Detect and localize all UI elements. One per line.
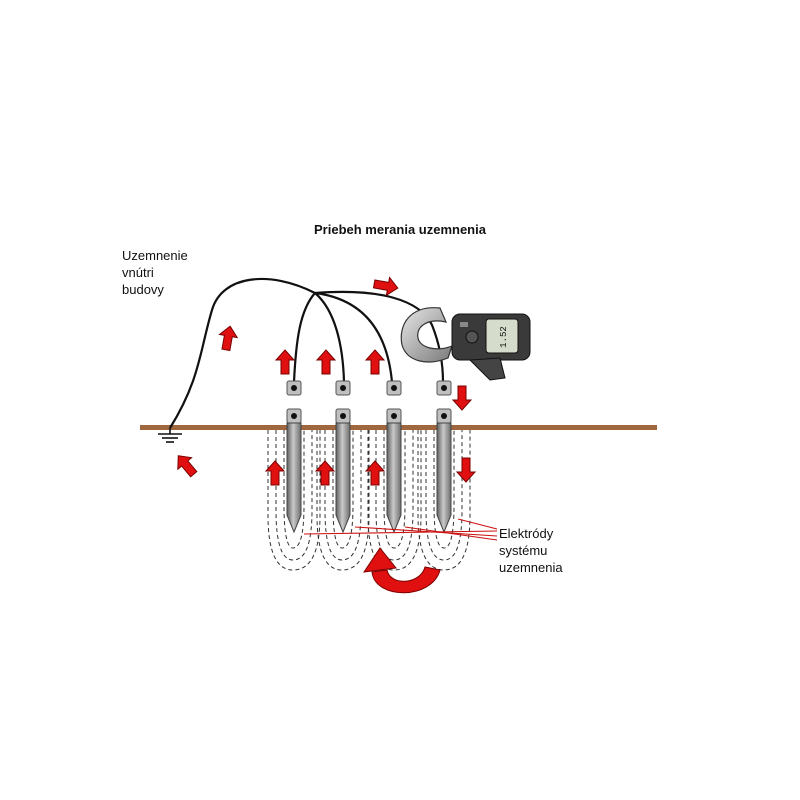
wire-electrode-3 bbox=[314, 291, 394, 383]
current-arrow-icon bbox=[365, 349, 385, 375]
current-arrow-icon bbox=[216, 324, 240, 352]
building-ground-label-line-3: budovy bbox=[122, 282, 164, 297]
meter-display-text: 1.52 bbox=[499, 326, 509, 348]
wires bbox=[169, 277, 445, 429]
wire-electrode-2 bbox=[314, 292, 346, 383]
current-arrows bbox=[170, 274, 476, 486]
wire-building bbox=[169, 277, 316, 429]
electrodes-label: Elektródy systému uzemnenia bbox=[499, 525, 563, 576]
electrode-3 bbox=[386, 380, 402, 534]
building-ground-label-line-1: Uzemnenie bbox=[122, 248, 188, 263]
electrode-1 bbox=[286, 380, 302, 534]
earth-ground-symbol bbox=[158, 428, 182, 443]
diagram-title: Priebeh merania uzemnenia bbox=[314, 222, 486, 237]
current-arrow-icon bbox=[315, 460, 335, 486]
clamp-meter-icon: 1.52 bbox=[400, 307, 531, 381]
electrodes-label-line-2: systému bbox=[499, 543, 548, 558]
current-arrow-icon bbox=[170, 449, 202, 481]
electrode-2 bbox=[335, 380, 351, 534]
wire-electrode-1 bbox=[292, 292, 316, 383]
current-arrow-icon bbox=[275, 349, 295, 375]
electrodes-label-line-3: uzemnenia bbox=[499, 560, 563, 575]
current-arrow-icon bbox=[316, 349, 336, 375]
building-ground-label: Uzemnenie vnútri budovy bbox=[122, 247, 188, 298]
current-arrow-icon bbox=[456, 457, 476, 483]
field-lines bbox=[267, 430, 471, 571]
current-arrow-icon bbox=[452, 385, 472, 411]
building-ground-label-line-2: vnútri bbox=[122, 265, 154, 280]
pointer-lines bbox=[303, 518, 498, 541]
electrode-4 bbox=[436, 380, 452, 534]
rotation-arrow-icon bbox=[362, 547, 441, 594]
electrodes-label-line-1: Elektródy bbox=[499, 526, 554, 541]
current-arrow-icon bbox=[265, 460, 285, 486]
